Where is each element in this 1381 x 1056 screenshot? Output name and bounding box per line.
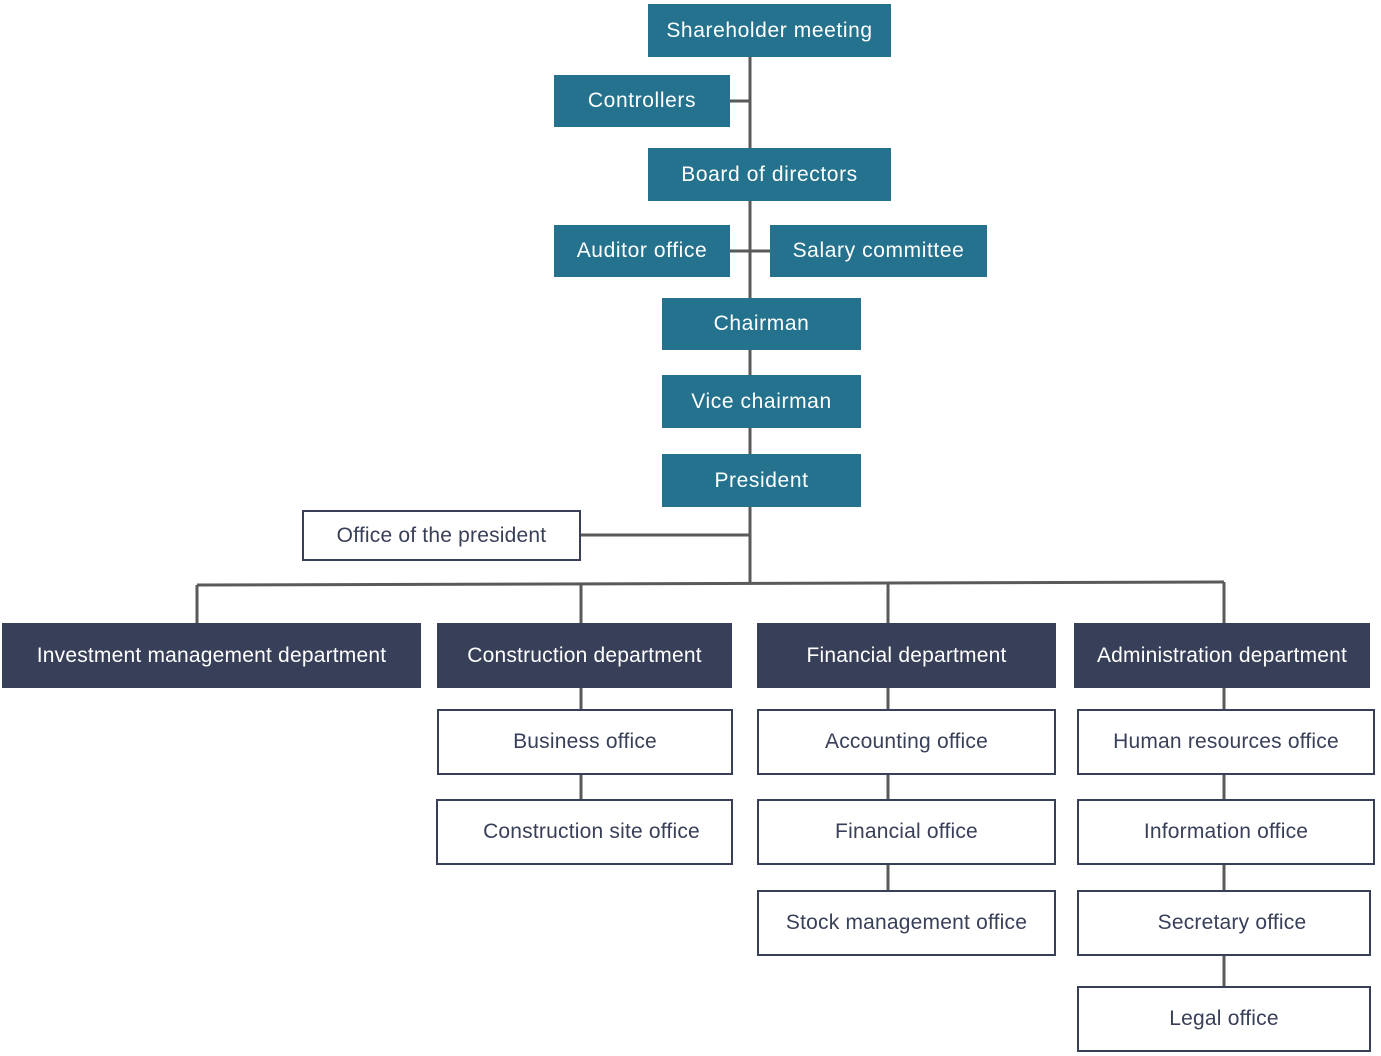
financial-department-node: Financial department: [757, 623, 1056, 688]
construction-department-node: Construction department: [437, 623, 732, 688]
auditor-office-node: Auditor office: [554, 225, 730, 277]
chairman-node: Chairman: [662, 298, 861, 350]
secretary-office-node: Secretary office: [1077, 890, 1371, 956]
investment-management-department-node: Investment management department: [2, 623, 421, 688]
board-of-directors-node: Board of directors: [648, 148, 891, 201]
stock-management-office-node: Stock management office: [757, 890, 1056, 956]
department-bus-line: [196, 580, 1225, 587]
human-resources-office-node: Human resources office: [1077, 709, 1375, 775]
information-office-node: Information office: [1077, 799, 1375, 865]
office-of-the-president-node: Office of the president: [302, 510, 581, 561]
accounting-office-node: Accounting office: [757, 709, 1056, 775]
construction-site-office-node: Construction site office: [436, 799, 733, 865]
financial-office-node: Financial office: [757, 799, 1056, 865]
shareholder-meeting-node: Shareholder meeting: [648, 4, 891, 57]
president-node: President: [662, 454, 861, 507]
business-office-node: Business office: [437, 709, 733, 775]
legal-office-node: Legal office: [1077, 986, 1371, 1052]
controllers-node: Controllers: [554, 75, 730, 127]
vice-chairman-node: Vice chairman: [662, 375, 861, 428]
salary-committee-node: Salary committee: [770, 225, 987, 277]
administration-department-node: Administration department: [1074, 623, 1370, 688]
